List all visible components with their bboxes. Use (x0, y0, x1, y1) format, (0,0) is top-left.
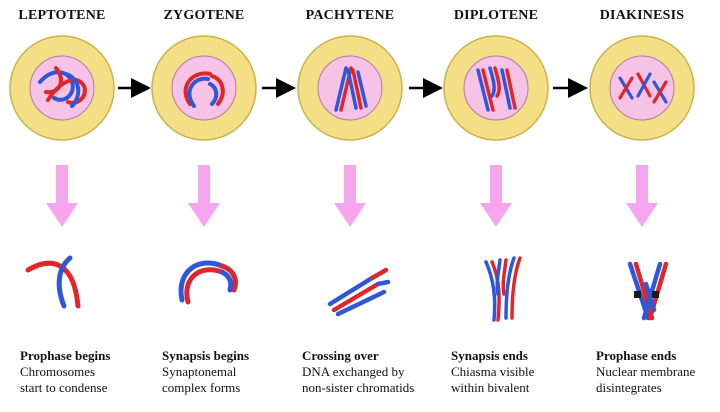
caption-line: disintegrates (596, 380, 662, 395)
stage-title-zygotene: ZYGOTENE (163, 8, 245, 23)
caption-line: Chiasma visible (451, 364, 535, 379)
detail-diplotene (484, 256, 522, 322)
caption-zygotene: Synapsis begins Synaptonemal complex for… (162, 348, 312, 396)
stage-title-diakinesis: DIAKINESIS (599, 8, 685, 23)
stage-title-diplotene: DIPLOTENE (453, 8, 539, 23)
detail-pachytene (327, 267, 391, 317)
caption-line: within bivalent (451, 380, 530, 395)
caption-line: complex forms (162, 380, 241, 395)
caption-line: start to condense (20, 380, 108, 395)
down-arrow-4 (480, 165, 512, 227)
down-arrow-5 (626, 165, 658, 227)
caption-diakinesis: Prophase ends Nuclear membrane disintegr… (596, 348, 720, 396)
down-arrow-3 (334, 165, 366, 227)
detail-zygotene (178, 260, 238, 305)
cell-leptotene (9, 35, 115, 141)
caption-line: non-sister chromatids (302, 380, 415, 395)
detail-leptotene (25, 255, 81, 309)
caption-title: Synapsis ends (451, 348, 528, 363)
cell-pachytene (297, 35, 403, 141)
caption-title: Synapsis begins (162, 348, 250, 363)
down-arrow-2 (188, 165, 220, 227)
caption-line: DNA exchanged by (302, 364, 405, 379)
detail-diakinesis (627, 261, 669, 321)
caption-line: Synaptonemal (162, 364, 237, 379)
caption-title: Prophase ends (596, 348, 677, 363)
caption-title: Crossing over (302, 348, 379, 363)
down-arrow-1 (46, 165, 78, 227)
cell-zygotene (151, 35, 257, 141)
caption-line: Chromosomes (20, 364, 96, 379)
caption-title: Prophase begins (20, 348, 111, 363)
caption-leptotene: Prophase begins Chromosomes start to con… (20, 348, 170, 396)
caption-pachytene: Crossing over DNA exchanged by non-siste… (302, 348, 452, 396)
stage-title-pachytene: PACHYTENE (305, 8, 395, 23)
cell-diakinesis (589, 35, 695, 141)
caption-diplotene: Synapsis ends Chiasma visible within biv… (451, 348, 601, 396)
cell-diplotene (443, 35, 549, 141)
caption-line: Nuclear membrane (596, 364, 696, 379)
stage-title-leptotene: LEPTOTENE (18, 8, 106, 23)
